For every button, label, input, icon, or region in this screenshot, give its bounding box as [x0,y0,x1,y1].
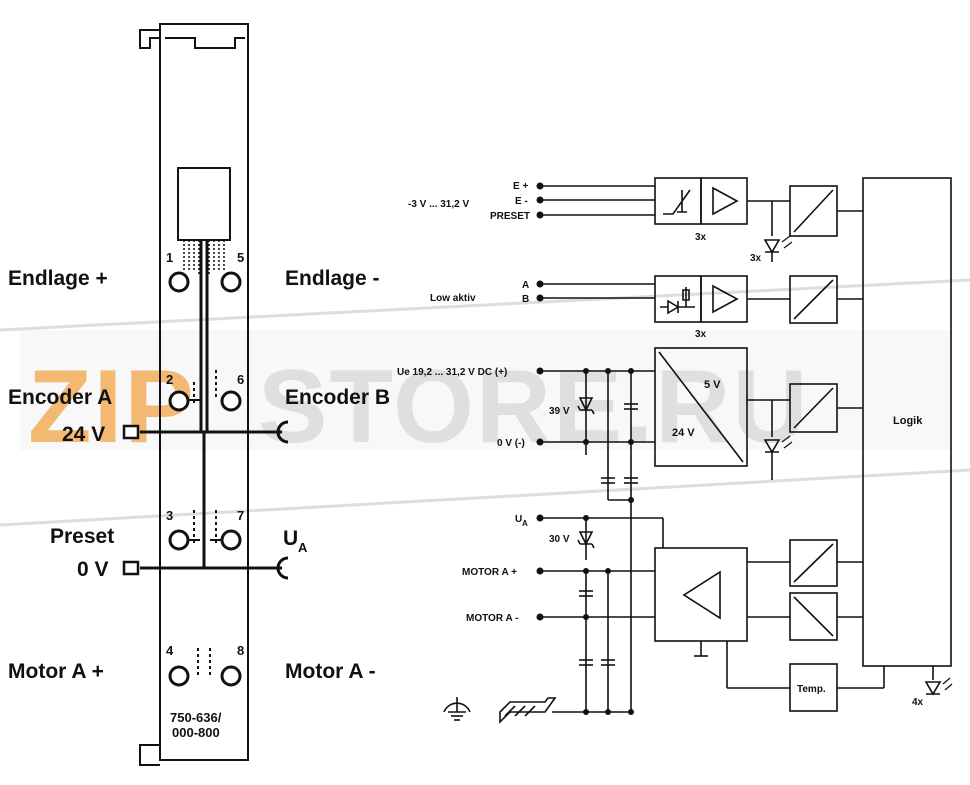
terminal-springs [188,370,222,675]
input-filter-block-2 [654,275,702,323]
label-e-plus: E + [513,181,528,192]
label-endlage-plus: Endlage + [8,267,108,290]
supply-rails [140,420,289,580]
terminal-num-3: 3 [166,508,173,523]
terminal-3[interactable] [168,529,190,551]
label-0v-left: 0 V [77,558,109,581]
terminal-4[interactable] [168,665,190,687]
connector-block [177,167,231,241]
label-ua-right: U [283,527,298,550]
terminal-num-6: 6 [237,372,244,387]
schematic-nodes [536,182,634,715]
dc-dc-converter [654,347,748,467]
label-endlage-minus: Endlage - [285,267,380,290]
input-a[interactable] [536,280,544,288]
amplifier-block-2 [700,275,748,323]
label-supply-minus: 0 V (-) [497,438,525,449]
label-led-mult-4: 4x [912,697,924,708]
label-motor-minus: MOTOR A - [466,613,518,624]
terminal-5[interactable] [220,271,242,293]
connector-pins [183,240,225,275]
terminal-6[interactable] [220,390,242,412]
label-ua-input-sub: A [522,519,528,528]
terminal-1[interactable] [168,271,190,293]
module-bottom-clip [139,744,160,766]
label-supply-plus: Ue 19,2 ... 31,2 V DC (+) [397,367,507,378]
input-preset[interactable] [536,211,544,219]
watermark: ZIP STORE.RU [0,278,970,527]
label-logic: Logik [893,415,923,427]
module-top-notch [165,37,245,49]
label-input-range: -3 V ... 31,2 V [408,199,469,210]
input-supply-minus[interactable] [536,438,544,446]
label-motor-plus: MOTOR A + [462,567,517,578]
input-filter-block-1 [654,177,702,225]
terminal-7[interactable] [220,529,242,551]
label-temp: Temp. [797,684,826,695]
watermark-zip: ZIP [28,349,196,465]
watermark-band [20,330,950,450]
schematic-labels: E + E - PRESET -3 V ... 31,2 V 3x 3x A B… [397,181,924,708]
plug-24v-left [122,424,140,440]
socket-ua-right [276,556,289,580]
module-top-clip [139,29,160,49]
label-mult-1: 3x [695,232,707,243]
input-motor-minus[interactable] [536,613,544,621]
input-b[interactable] [536,294,544,302]
watermark-stripe-top [0,278,970,332]
label-mult-2: 3x [695,329,707,340]
terminal-num-8: 8 [237,643,244,658]
label-e-minus: E - [515,196,528,207]
label-preset: Preset [50,525,114,548]
input-supply-plus[interactable] [536,367,544,375]
input-ua[interactable] [536,514,544,522]
din-rail-icon [499,697,557,724]
led-rays [781,235,953,691]
socket-24v-right [276,420,289,444]
label-led-mult-1: 3x [750,253,762,264]
label-b-input: B [522,294,529,305]
terminal-num-1: 1 [166,250,173,265]
plug-0v-left [122,560,140,576]
label-ua-input: U [515,514,522,525]
earth-ground-icon [443,697,471,721]
label-motor-a-plus: Motor A + [8,660,104,683]
terminal-2[interactable] [168,390,190,412]
label-24v-converter: 24 V [672,427,695,439]
motor-driver-block [654,547,748,642]
input-e-plus[interactable] [536,182,544,190]
terminal-8[interactable] [220,665,242,687]
label-zener-39: 39 V [549,406,570,417]
watermark-stripe-bottom [0,468,970,527]
label-24v-left: 24 V [62,423,105,446]
label-preset-input: PRESET [490,211,530,222]
label-encoder-a: Encoder A [8,386,112,409]
module-housing [139,23,249,766]
terminal-num-4: 4 [166,643,174,658]
channel-labels: Endlage + Encoder A 24 V Preset 0 V Moto… [8,267,390,683]
schematic [540,177,952,713]
watermark-store: STORE.RU [258,349,810,465]
amplifier-block-1 [700,177,748,225]
terminal-num-2: 2 [166,372,173,387]
label-5v: 5 V [704,379,721,391]
label-motor-a-minus: Motor A - [285,660,376,683]
part-number-line1: 750-636/ [170,710,222,725]
terminal-numbers: 1 5 2 6 3 7 4 8 [166,250,244,658]
input-e-minus[interactable] [536,196,544,204]
optocoupler-4 [789,539,838,587]
terminal-num-7: 7 [237,508,244,523]
label-encoder-b: Encoder B [285,386,390,409]
logic-block [862,177,952,667]
label-ua-right-sub: A [298,540,308,555]
module-body [159,23,249,761]
part-number-line2: 000-800 [172,725,220,740]
module-internal-bus [199,240,209,568]
label-a-input: A [522,280,529,291]
terminal-num-5: 5 [237,250,244,265]
label-low-active: Low aktiv [430,293,476,304]
input-motor-plus[interactable] [536,567,544,575]
label-zener-30: 30 V [549,534,570,545]
